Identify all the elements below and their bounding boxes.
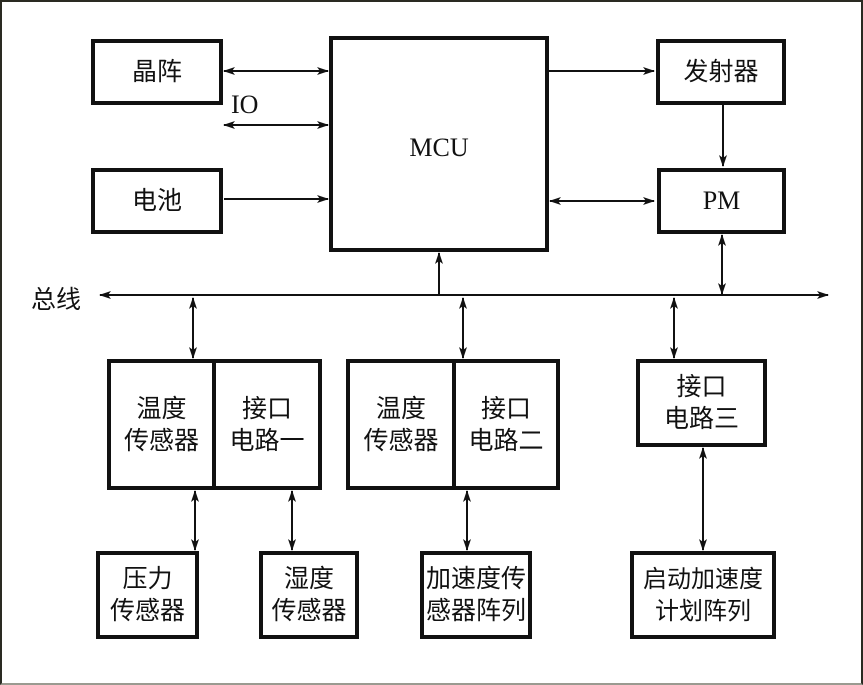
crystal-block: 晶阵 — [91, 39, 223, 105]
interface-3-block: 接口 电路三 — [636, 359, 767, 447]
io-label: IO — [231, 90, 259, 119]
start-accel-array-label: 启动加速度 计划阵列 — [643, 565, 763, 625]
transmitter-block: 发射器 — [656, 39, 786, 105]
interface-3-label: 接口 电路三 — [663, 372, 739, 433]
interface-1-label: 接口 电路一 — [229, 393, 305, 455]
battery-block: 电池 — [91, 168, 223, 234]
interface-2-label: 接口 电路二 — [468, 393, 544, 455]
battery-label: 电池 — [131, 186, 182, 215]
crystal-label: 晶阵 — [131, 57, 182, 86]
temp-sensor-1-label: 温度 传感器 — [123, 393, 199, 455]
interface-2-block: 接口 电路二 — [452, 359, 560, 490]
pm-block: PM — [657, 168, 786, 234]
accel-array-block: 加速度传 感器阵列 — [420, 551, 532, 639]
pressure-sensor-label: 压力 传感器 — [109, 564, 185, 625]
mcu-block: MCU — [329, 36, 549, 252]
bus-label: 总线 — [31, 285, 82, 314]
transmitter-label: 发射器 — [683, 57, 759, 86]
accel-array-label: 加速度传 感器阵列 — [425, 564, 526, 625]
temp-sensor-1-block: 温度 传感器 — [107, 359, 216, 490]
mcu-label: MCU — [409, 133, 469, 162]
temp-sensor-2-label: 温度 传感器 — [363, 393, 439, 455]
pressure-sensor-block: 压力 传感器 — [96, 551, 199, 639]
start-accel-array-block: 启动加速度 计划阵列 — [630, 551, 776, 639]
interface-1-block: 接口 电路一 — [212, 359, 322, 490]
humidity-sensor-block: 湿度 传感器 — [259, 551, 359, 639]
humidity-sensor-label: 湿度 传感器 — [271, 564, 347, 625]
temp-sensor-2-block: 温度 传感器 — [346, 359, 456, 490]
pm-label: PM — [702, 186, 741, 215]
